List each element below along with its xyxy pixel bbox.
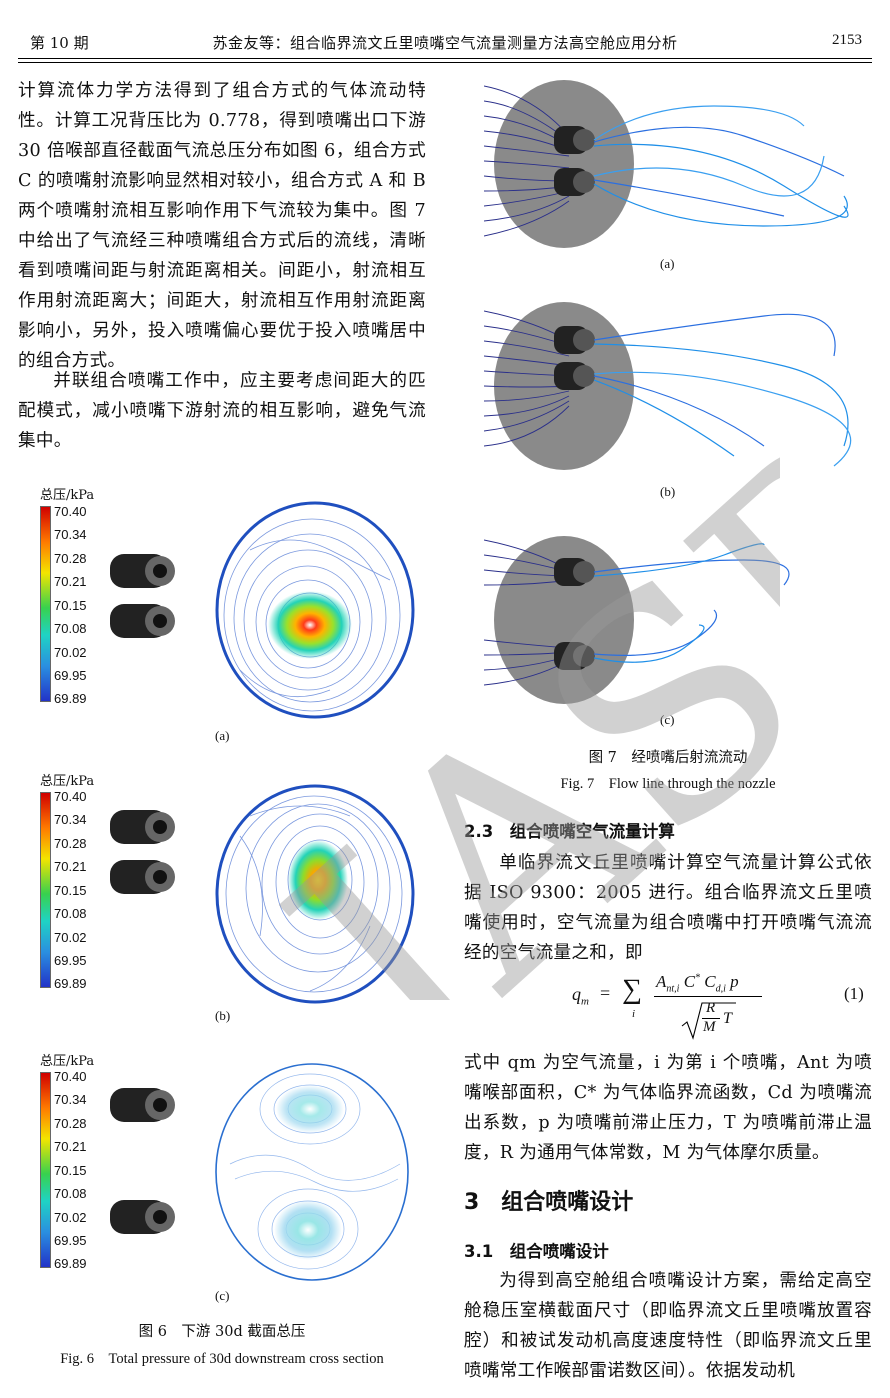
- fig6a-tick: 70.02: [54, 645, 87, 660]
- eq-num-a: A: [656, 972, 667, 991]
- fig6a-tick: 70.28: [54, 551, 87, 566]
- fig6b-colorbar: [40, 792, 51, 988]
- fig6b-tick: 70.15: [54, 883, 87, 898]
- issue-number: 第 10 期: [30, 34, 89, 52]
- running-title: 苏金友等：组合临界流文丘里喷嘴空气流量测量方法高空舱应用分析: [212, 34, 678, 52]
- fig6a-label: (a): [215, 728, 230, 743]
- eq-fraction-bar: [654, 996, 762, 997]
- eq-equals: =: [600, 983, 611, 1003]
- eq-den-m: M: [703, 1019, 716, 1035]
- fig6a-tick: 70.40: [54, 504, 87, 519]
- eq-den-t: T: [723, 1010, 732, 1027]
- fig6a-tick: 70.08: [54, 621, 87, 636]
- fig6a-contour-plot: [110, 501, 415, 719]
- eq-sqrt-sign: [681, 1002, 736, 1040]
- fig7a-streamline-plot: [484, 76, 854, 254]
- fig6b-tick: 70.08: [54, 906, 87, 921]
- eq-sum-sign: ∑: [622, 974, 642, 1005]
- fig6a-tick: 70.21: [54, 574, 87, 589]
- fig6a-tick: 69.95: [54, 668, 87, 683]
- eq-num-cd: C: [700, 972, 716, 991]
- eq-num-cd-sub: d,i: [715, 983, 726, 995]
- header-rule-thin: [18, 62, 872, 63]
- fig6a-tick: 69.89: [54, 691, 87, 706]
- fig6c-tick: 70.02: [54, 1210, 87, 1225]
- eq-num-p: p: [725, 972, 739, 991]
- page-number: 2153: [832, 32, 862, 48]
- eq-num-c-sup: *: [695, 972, 701, 984]
- fig6b-tick: 70.40: [54, 789, 87, 804]
- right-paragraph-2: 式中 qm 为空气流量，i 为第 i 个喷嘴，Ant 为喷嘴喉部面积，C* 为气…: [464, 1053, 872, 1163]
- fig7b-streamline-plot: [484, 302, 852, 470]
- fig6c-tick: 69.89: [54, 1256, 87, 1271]
- fig6a-tick: 70.34: [54, 527, 87, 542]
- fig6c-tick: 69.95: [54, 1233, 87, 1248]
- fig6c-colorbar-title: 总压/kPa: [40, 1054, 95, 1069]
- fig7-caption-cn: 图 7 经喷嘴后射流流动: [588, 750, 748, 766]
- fig6c-colorbar: [40, 1072, 51, 1268]
- nozzle-pair-icon: [110, 810, 175, 894]
- fig6c-tick: 70.15: [54, 1163, 87, 1178]
- right-paragraph-3: 为得到高空舱组合喷嘴设计方案，需给定高空舱稳压室横截面尺寸（即临界流文丘里喷嘴放…: [464, 1271, 872, 1381]
- left-paragraph-1: 计算流体力学方法得到了组合方式的气体流动特性。计算工况背压比为 0.778，得到…: [18, 81, 426, 371]
- fig6-caption-en: Fig. 6 Total pressure of 30d downstream …: [60, 1351, 384, 1367]
- fig6c-tick: 70.21: [54, 1139, 87, 1154]
- eq-inner-fraction-bar: [702, 1018, 720, 1019]
- eq-number: (1): [844, 984, 864, 1003]
- nozzle-pair-icon: [110, 1088, 175, 1234]
- fig6c-tick: 70.28: [54, 1116, 87, 1131]
- fig7-caption-en: Fig. 7 Flow line through the nozzle: [560, 776, 776, 792]
- eq-den-r: R: [706, 1000, 716, 1016]
- fig7a-label: (a): [660, 256, 675, 271]
- nozzle-pair-icon: [110, 554, 175, 638]
- running-header: 第 10 期 苏金友等：组合临界流文丘里喷嘴空气流量测量方法高空舱应用分析 21…: [18, 30, 872, 56]
- eq-numerator: Ant,i C* Cd,i p: [656, 972, 739, 994]
- section-heading-3-1: 3.1 组合喷嘴设计: [464, 1242, 609, 1261]
- eq-lhs: qm: [572, 984, 589, 1008]
- fig6c-tick: 70.40: [54, 1069, 87, 1084]
- eq-sum-sub: i: [632, 1008, 636, 1020]
- eq-lhs-sub: m: [581, 995, 589, 1008]
- section-heading-3: 3 组合喷嘴设计: [464, 1190, 634, 1215]
- fig6b-tick: 70.21: [54, 859, 87, 874]
- eq-lhs-symbol: q: [572, 984, 581, 1004]
- fig7b-label: (b): [660, 484, 676, 499]
- eq-num-a-sub: nt,i: [666, 983, 680, 995]
- fig6c-contour-plot: [110, 1063, 409, 1281]
- fig6b-tick: 70.28: [54, 836, 87, 851]
- fig6b-contour-plot: [110, 784, 415, 1004]
- fig6b-tick: 70.02: [54, 930, 87, 945]
- eq-num-c: C: [679, 972, 696, 991]
- fig6b-tick: 70.34: [54, 812, 87, 827]
- left-paragraph-2: 并联组合喷嘴工作中，应主要考虑间距大的匹配模式，减小喷嘴下游射流的相互影响，避免…: [18, 371, 426, 451]
- fig6a-colorbar-title: 总压/kPa: [40, 488, 95, 503]
- fig6c-tick: 70.34: [54, 1092, 87, 1107]
- fig6a-colorbar: [40, 506, 51, 702]
- fig6b-tick: 69.95: [54, 953, 87, 968]
- right-paragraph-1: 单临界流文丘里喷嘴计算空气流量计算公式依据 ISO 9300：2005 进行。组…: [464, 853, 872, 963]
- fig6b-tick: 69.89: [54, 976, 87, 991]
- fig7c-label: (c): [660, 712, 675, 727]
- section-heading-2-3: 2.3 组合喷嘴空气流量计算: [464, 822, 675, 841]
- fig6c-label: (c): [215, 1288, 230, 1303]
- fig6-caption-cn: 图 6 下游 30d 截面总压: [138, 1324, 306, 1340]
- fig6b-label: (b): [215, 1008, 231, 1023]
- fig6a-tick: 70.15: [54, 598, 87, 613]
- fig6c-tick: 70.08: [54, 1186, 87, 1201]
- header-rule-thick: [18, 58, 872, 59]
- fig6b-colorbar-title: 总压/kPa: [40, 774, 95, 789]
- fig7c-streamline-plot: [484, 536, 790, 704]
